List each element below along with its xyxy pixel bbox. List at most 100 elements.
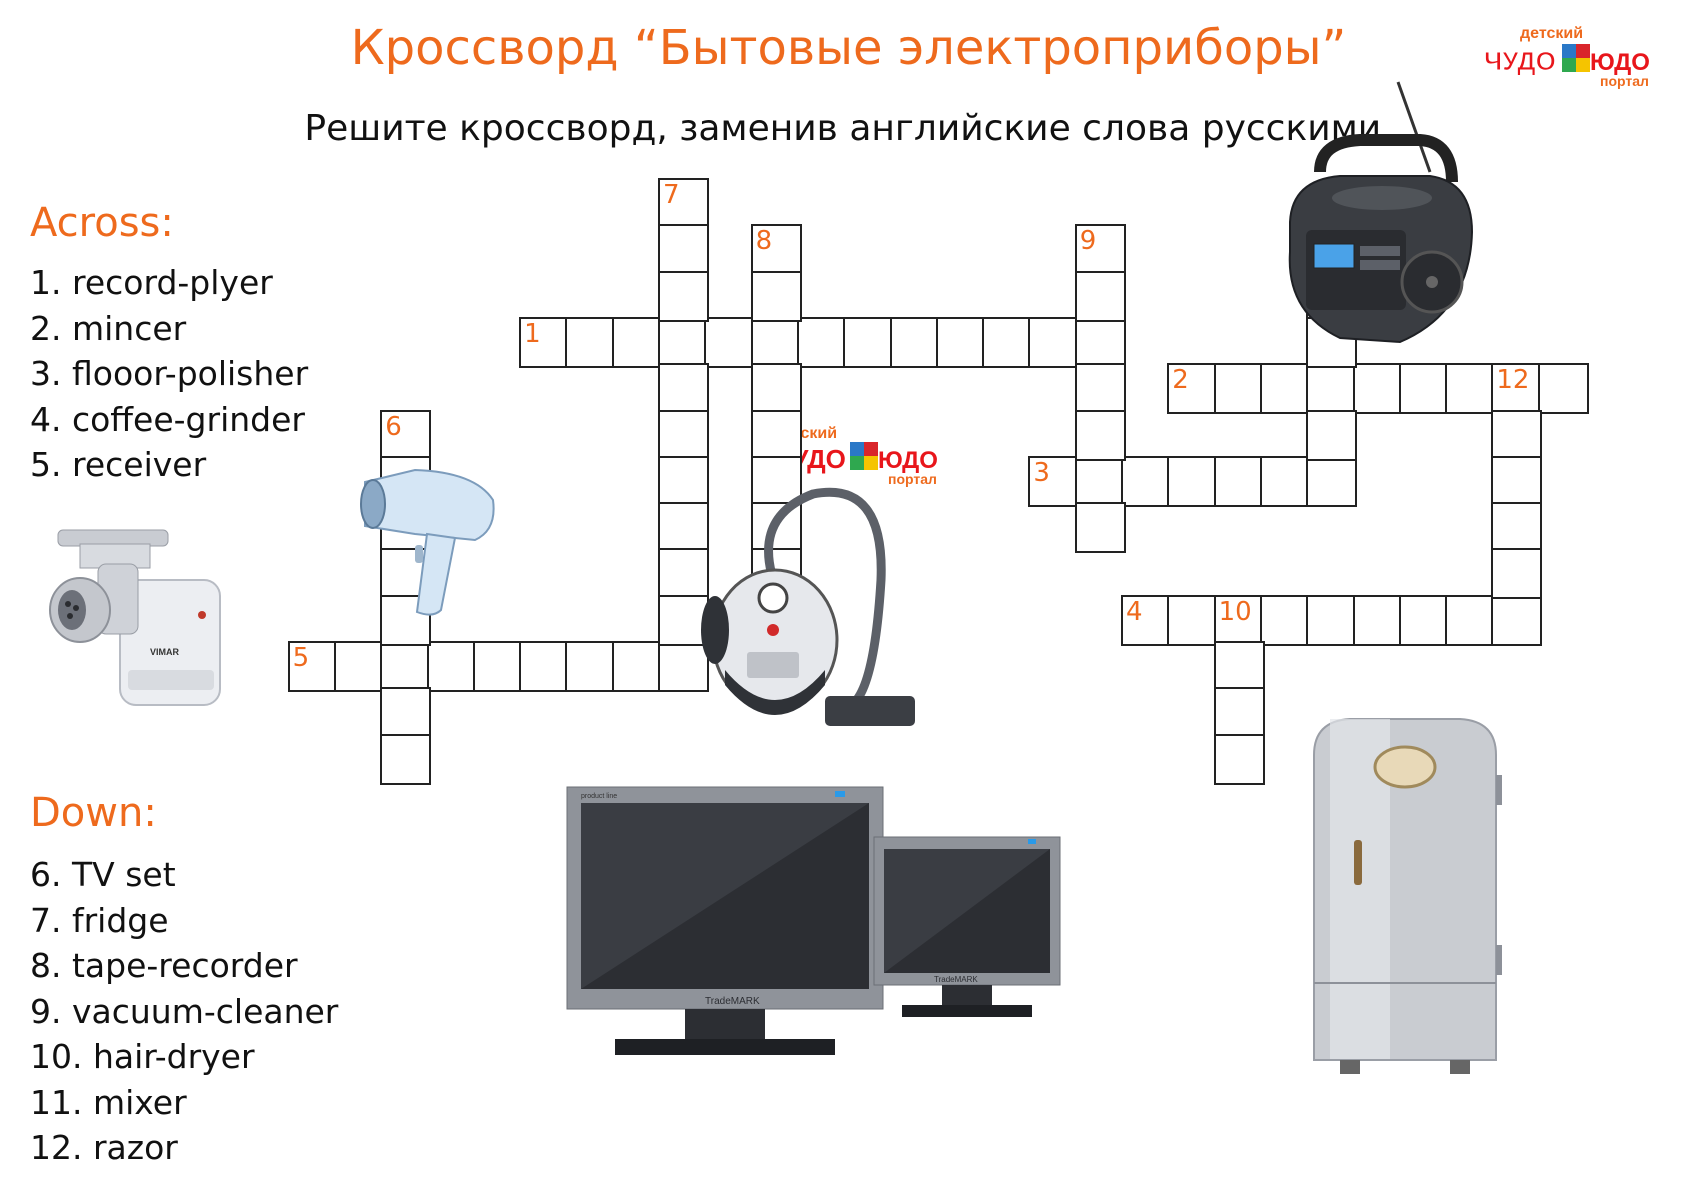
crossword-cell[interactable] bbox=[1074, 363, 1126, 415]
crossword-cell[interactable] bbox=[1491, 455, 1543, 507]
crossword-cell[interactable] bbox=[1167, 594, 1219, 646]
crossword-cell[interactable] bbox=[565, 316, 617, 368]
crossword-cell[interactable] bbox=[1259, 455, 1311, 507]
crossword-cell[interactable] bbox=[1306, 363, 1358, 415]
down-clue-list: 6. TV set 7. fridge 8. tape-recorder 9. … bbox=[30, 852, 338, 1171]
crossword-cell[interactable] bbox=[472, 641, 524, 692]
crossword-cell[interactable] bbox=[519, 641, 571, 692]
clue-across-1: 1. record-plyer bbox=[30, 263, 273, 302]
crossword-cell[interactable] bbox=[1213, 455, 1265, 507]
crossword-cell[interactable] bbox=[1306, 455, 1358, 507]
crossword-cell[interactable] bbox=[1306, 594, 1358, 646]
crossword-cell[interactable] bbox=[1074, 270, 1126, 322]
crossword-cell[interactable] bbox=[565, 641, 617, 692]
crossword-cell[interactable]: 6 bbox=[380, 409, 432, 461]
crossword-cell[interactable] bbox=[1491, 594, 1543, 646]
clue-number: 4 bbox=[1126, 596, 1143, 627]
crossword-cell[interactable] bbox=[611, 641, 663, 692]
crossword-cell[interactable] bbox=[843, 316, 895, 368]
crossword-cell[interactable] bbox=[1074, 409, 1126, 461]
crossword-cell[interactable] bbox=[1445, 363, 1497, 415]
clue-down-6: 6. TV set bbox=[30, 855, 176, 894]
crossword-cell[interactable] bbox=[1398, 363, 1450, 415]
crossword-cell[interactable] bbox=[750, 363, 802, 415]
crossword-cell[interactable] bbox=[750, 409, 802, 461]
crossword-cell[interactable] bbox=[1491, 502, 1543, 554]
clue-number: 2 bbox=[1172, 365, 1189, 396]
clue-down-9: 9. vacuum-cleaner bbox=[30, 991, 339, 1031]
crossword-cell[interactable]: 3 bbox=[1028, 455, 1080, 507]
crossword-cell[interactable]: 4 bbox=[1121, 594, 1172, 646]
fridge-icon bbox=[1313, 718, 1502, 1074]
monitor-brand-label: TradeMARK bbox=[705, 996, 760, 1007]
crossword-cell[interactable] bbox=[1491, 548, 1543, 600]
logo-top-text: детский bbox=[1520, 25, 1583, 42]
logo-bottom-text: портал bbox=[1600, 73, 1649, 89]
logo-left-text: ЧУДО bbox=[1484, 46, 1556, 76]
crossword-cell[interactable] bbox=[658, 502, 709, 554]
crossword-cell[interactable] bbox=[1352, 594, 1404, 646]
logo-right-text: ЮДО bbox=[878, 447, 938, 474]
vacuum-cleaner-icon bbox=[701, 487, 915, 726]
crossword-cell[interactable]: 10 bbox=[1213, 594, 1265, 646]
crossword-cell[interactable]: 9 bbox=[1074, 224, 1126, 276]
crossword-cell[interactable] bbox=[1491, 409, 1543, 461]
crossword-cell[interactable] bbox=[1074, 502, 1126, 554]
clue-across-4: 4. coffee-grinder bbox=[30, 399, 305, 439]
crossword-cell[interactable] bbox=[1213, 687, 1265, 739]
crossword-cell[interactable] bbox=[658, 363, 709, 415]
boombox-icon bbox=[1288, 81, 1474, 344]
crossword-cell[interactable]: 8 bbox=[750, 224, 802, 276]
monitor-line-label: product line bbox=[581, 793, 617, 800]
crossword-cell[interactable] bbox=[796, 316, 848, 368]
crossword-cell[interactable] bbox=[750, 316, 802, 368]
crossword-cell[interactable] bbox=[935, 316, 987, 368]
crossword-cell[interactable] bbox=[658, 409, 709, 461]
page-subtitle: Решите кроссворд, заменив английские сло… bbox=[304, 108, 1393, 149]
crossword-cell[interactable] bbox=[1213, 733, 1265, 785]
crossword-cell[interactable] bbox=[611, 316, 663, 368]
crossword-cell[interactable] bbox=[658, 224, 709, 276]
page-title: Кроссворд “Бытовые электроприборы” bbox=[350, 20, 1347, 76]
clue-number: 7 bbox=[663, 180, 680, 210]
crossword-cell[interactable] bbox=[1259, 363, 1311, 415]
crossword-cell[interactable] bbox=[1074, 455, 1126, 507]
crossword-cell[interactable] bbox=[1074, 316, 1126, 368]
crossword-cell[interactable] bbox=[380, 687, 432, 739]
crossword-cell[interactable] bbox=[1167, 455, 1219, 507]
crossword-cell[interactable] bbox=[1028, 316, 1080, 368]
crossword-cell[interactable] bbox=[1259, 594, 1311, 646]
crossword-cell[interactable] bbox=[1121, 455, 1172, 507]
crossword-cell[interactable] bbox=[426, 641, 478, 692]
crossword-cell[interactable] bbox=[658, 594, 709, 646]
crossword-cell[interactable] bbox=[1537, 363, 1589, 415]
crossword-cell[interactable] bbox=[1352, 363, 1404, 415]
clue-down-10: 10. hair-dryer bbox=[30, 1037, 255, 1076]
crossword-cell[interactable] bbox=[658, 316, 709, 368]
clue-number: 5 bbox=[292, 643, 310, 673]
crossword-cell[interactable] bbox=[333, 641, 385, 692]
puzzle-icon bbox=[1562, 44, 1590, 72]
crossword-cell[interactable] bbox=[380, 641, 432, 692]
clue-number: 10 bbox=[1218, 596, 1252, 627]
crossword-cell[interactable] bbox=[1213, 363, 1265, 415]
crossword-cell[interactable]: 7 bbox=[658, 178, 709, 229]
crossword-cell[interactable] bbox=[1398, 594, 1450, 646]
crossword-cell[interactable] bbox=[380, 733, 432, 785]
crossword-cell[interactable] bbox=[1213, 641, 1265, 692]
clue-number: 1 bbox=[524, 318, 541, 349]
chudo-yudo-logo: детский ЧУДО ЮДО портал bbox=[1484, 25, 1650, 89]
crossword-cell[interactable]: 2 bbox=[1167, 363, 1219, 415]
crossword-cell[interactable]: 5 bbox=[287, 641, 339, 692]
crossword-cell[interactable] bbox=[750, 270, 802, 322]
crossword-cell[interactable] bbox=[1306, 409, 1358, 461]
crossword-cell[interactable] bbox=[982, 316, 1034, 368]
crossword-cell[interactable] bbox=[889, 316, 941, 368]
crossword-cell[interactable] bbox=[658, 270, 709, 322]
crossword-cell[interactable]: 12 bbox=[1491, 363, 1543, 415]
crossword-cell[interactable]: 1 bbox=[519, 316, 571, 368]
crossword-cell[interactable] bbox=[704, 316, 756, 368]
crossword-cell[interactable] bbox=[1445, 594, 1497, 646]
crossword-cell[interactable] bbox=[380, 594, 432, 646]
clue-number: 6 bbox=[385, 411, 402, 442]
